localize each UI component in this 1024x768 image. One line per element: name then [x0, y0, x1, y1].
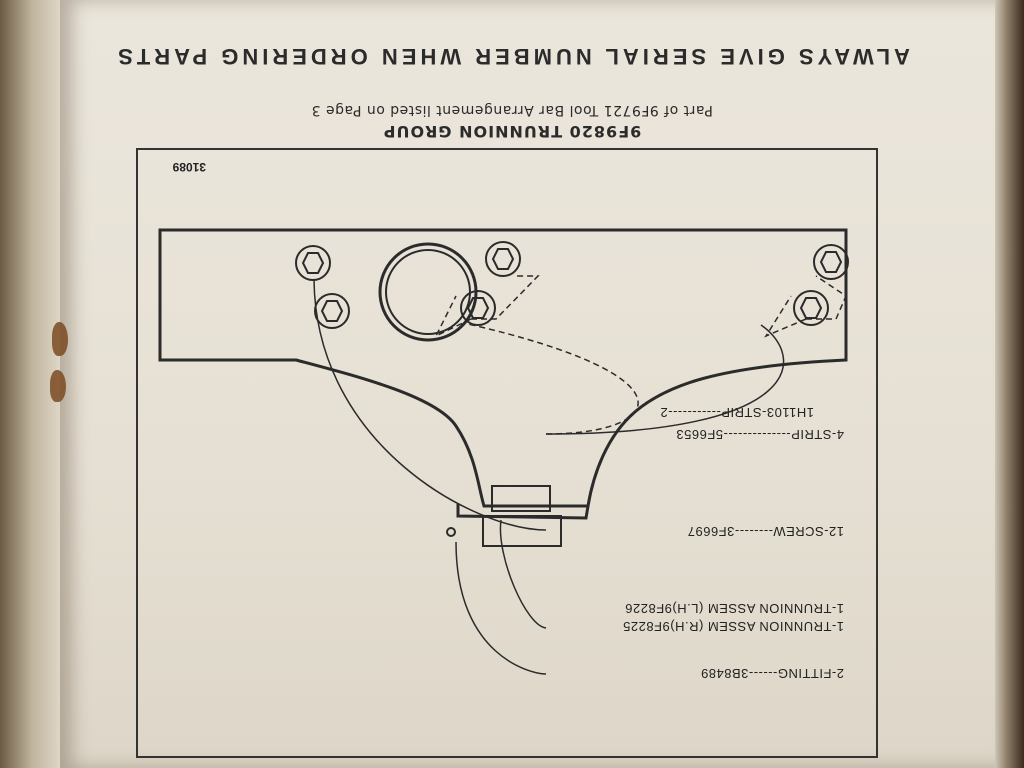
leader-lines — [313, 279, 785, 675]
fitting-nipple — [446, 527, 456, 537]
callout-screw: 12-SCREW--------3F6697 — [687, 524, 844, 539]
group-title: 9F9820 TRUNNION GROUP — [382, 122, 642, 141]
reference-note: Part of 9F9721 Tool Bar Arrangement list… — [311, 102, 713, 118]
callout-strip: 4-STRIP--------------5F6653 — [676, 427, 844, 442]
trunnion-drawing — [158, 228, 849, 675]
callout-name: 1-TRUNNION ASSEM (L.H) — [671, 601, 844, 616]
rust-stain — [50, 370, 66, 402]
callout-fitting: 2-FITTING------3B8489 — [701, 666, 844, 681]
callout-dashes: ------ — [748, 666, 778, 681]
ordering-notice: ALWAYS GIVE SERIAL NUMBER WHEN ORDERING … — [114, 44, 910, 69]
rust-stain — [52, 322, 68, 356]
callout-trunnion-lh: 1-TRUNNION ASSEM (L.H)9F8226 — [625, 601, 844, 616]
callout-name: 12-SCREW — [773, 524, 844, 539]
strip-outlines — [434, 275, 847, 338]
page-edge — [995, 0, 1024, 768]
trunnion-block — [491, 485, 551, 512]
trunnion-lower-block — [482, 515, 562, 547]
callout-dashes: ----------- — [667, 405, 721, 420]
callout-name: 1H1103-STRIP — [720, 405, 814, 420]
callout-dashes: -------- — [734, 524, 774, 539]
callout-strip-alt: 1H1103-STRIP-----------2 — [660, 405, 814, 420]
callout-name: 1-TRUNNION ASSEM (R.H) — [669, 619, 844, 634]
callout-trunnion-rh: 1-TRUNNION ASSEM (R.H)9F8225 — [623, 619, 844, 634]
bolt-heads — [295, 241, 849, 329]
callout-part-no: 2 — [659, 405, 668, 420]
callout-part-no: 3F6697 — [687, 524, 735, 539]
diagram-frame: 31089 — [136, 148, 878, 758]
figure-number: 31089 — [172, 160, 206, 174]
callout-part-no: 3B8489 — [700, 666, 749, 681]
trunnion-bore-inner — [385, 249, 471, 335]
callout-part-no: 5F6653 — [675, 427, 724, 442]
callout-part-no: 9F8225 — [622, 619, 670, 634]
manual-page — [60, 0, 1000, 768]
callout-name: 2-FITTING — [777, 666, 844, 681]
trunnion-plate-outline — [158, 228, 848, 508]
callout-name: 4-STRIP — [790, 427, 844, 442]
trunnion-bore-outer — [378, 242, 478, 342]
callout-part-no: 9F8226 — [624, 601, 672, 616]
callout-dashes: -------------- — [723, 427, 791, 442]
